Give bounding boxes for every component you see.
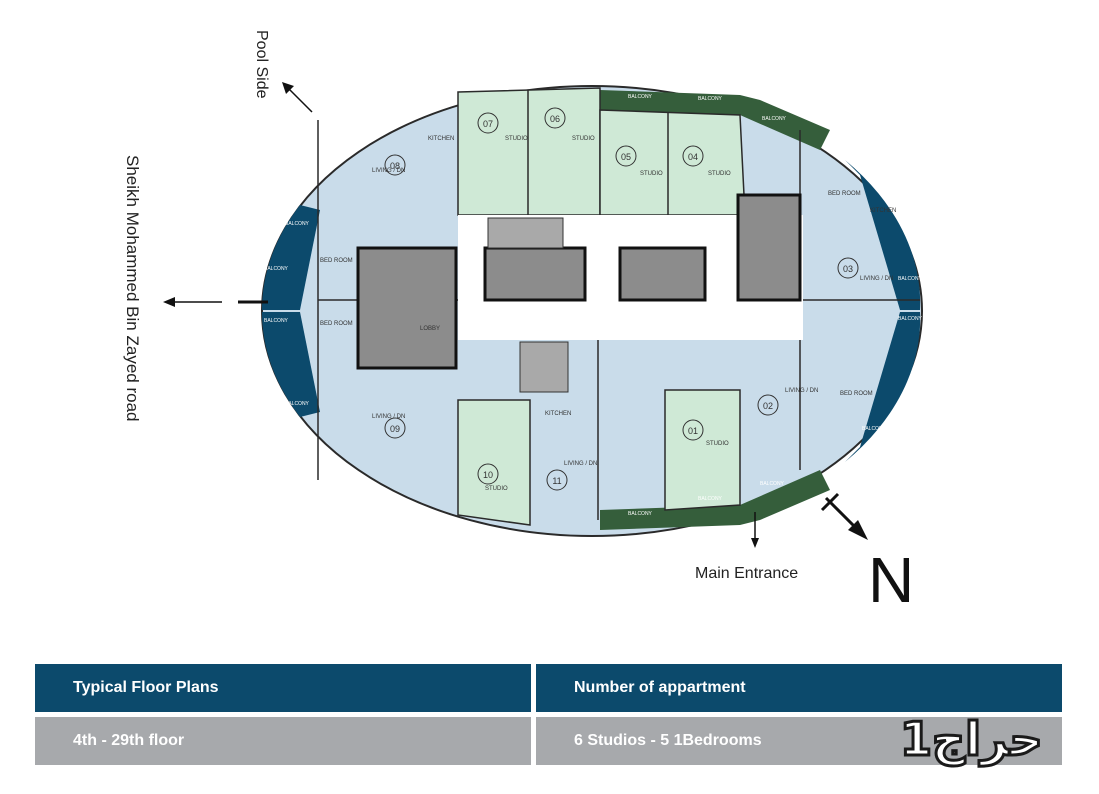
balcony-east-north (845, 160, 921, 310)
unit-label: 10 (483, 470, 493, 480)
balcony-label: BALCONY (760, 481, 785, 487)
room-label: BED ROOM (840, 391, 873, 397)
lift-core-1 (483, 246, 587, 302)
balcony-label: BALCONY (866, 166, 891, 172)
unit-label: 09 (390, 424, 400, 434)
room-label: LIVING / DN (785, 388, 818, 394)
table-header-apartments: Number of appartment (536, 664, 1062, 712)
room-label: STUDIO (708, 171, 731, 177)
balcony-label: BALCONY (898, 316, 923, 322)
room-label: LIVING / DN (860, 276, 893, 282)
lift-core-2 (618, 246, 707, 302)
room-label: KITCHEN (428, 136, 454, 142)
room-label: LOBBY (420, 326, 440, 332)
main-entrance-label: Main Entrance (695, 565, 799, 582)
balcony-west-south (261, 312, 320, 417)
table-header-floors: Typical Floor Plans (35, 664, 531, 712)
unit-label: 04 (688, 152, 698, 162)
unit-label: 02 (763, 401, 773, 411)
road-label: Sheikh Mohammed Bin Zayed road (123, 155, 142, 422)
room-label: LIVING / DN (372, 168, 405, 174)
balcony-label: BALCONY (698, 496, 723, 502)
balcony-label: BALCONY (898, 276, 923, 282)
core-east (736, 193, 802, 302)
unit-label: 03 (843, 264, 853, 274)
room-label: LIVING / DN (372, 414, 405, 420)
unit-label: 11 (552, 476, 561, 486)
watermark-logo: حراج1 (899, 711, 1043, 768)
pool-arrow (287, 87, 313, 113)
room-label: KITCHEN (545, 411, 571, 417)
north-label: N (868, 544, 915, 616)
unit-label: 07 (483, 119, 493, 129)
balcony-label: BALCONY (264, 318, 289, 324)
balcony-label: BALCONY (285, 221, 310, 227)
balcony-south-green (600, 470, 830, 530)
room-label: STUDIO (505, 136, 528, 142)
unit-label: 05 (621, 152, 631, 162)
balcony-east-south (845, 312, 921, 462)
unit-label: 08 (390, 161, 400, 171)
unit-label: 06 (550, 114, 560, 124)
room-label: KITCHEN (870, 208, 896, 214)
unit-number-markers: 08 07 06 05 04 03 02 01 11 10 09 (384, 107, 859, 491)
room-label: LIVING / DN (564, 461, 597, 467)
unit-01-area (664, 389, 741, 511)
room-label: STUDIO (572, 136, 595, 142)
balcony-label: BALCONY (285, 401, 310, 407)
balcony-label: BALCONY (628, 511, 653, 517)
service-room-north (487, 217, 564, 249)
table-cell-floors: 4th - 29th floor (35, 717, 531, 765)
balcony-label: BALCONY (264, 266, 289, 272)
room-label: BED ROOM (320, 258, 353, 264)
room-label: STUDIO (706, 441, 729, 447)
balcony-label: BALCONY (762, 116, 787, 122)
service-room-south (519, 341, 569, 393)
unit-label: 01 (688, 426, 698, 436)
room-label: STUDIO (485, 486, 508, 492)
room-label: BED ROOM (320, 321, 353, 327)
room-label: STUDIO (640, 171, 663, 177)
unit-05-04-area (599, 109, 746, 216)
core-west (356, 246, 458, 370)
balcony-north-green (600, 90, 830, 150)
balcony-label: BALCONY (698, 96, 723, 102)
table-cell-apartments: 6 Studios - 5 1Bedrooms (536, 717, 1062, 765)
pool-side-label: Pool Side (253, 30, 270, 99)
balcony-label: BALCONY (628, 94, 653, 100)
balcony-west-north (261, 205, 320, 310)
room-label: BED ROOM (828, 191, 861, 197)
floor-plan: 08 07 06 05 04 03 02 01 11 10 09 STUDIO … (163, 82, 923, 548)
unit-07-06-area (457, 87, 601, 216)
balcony-label: BALCONY (862, 426, 887, 432)
unit-10-area (457, 399, 531, 526)
